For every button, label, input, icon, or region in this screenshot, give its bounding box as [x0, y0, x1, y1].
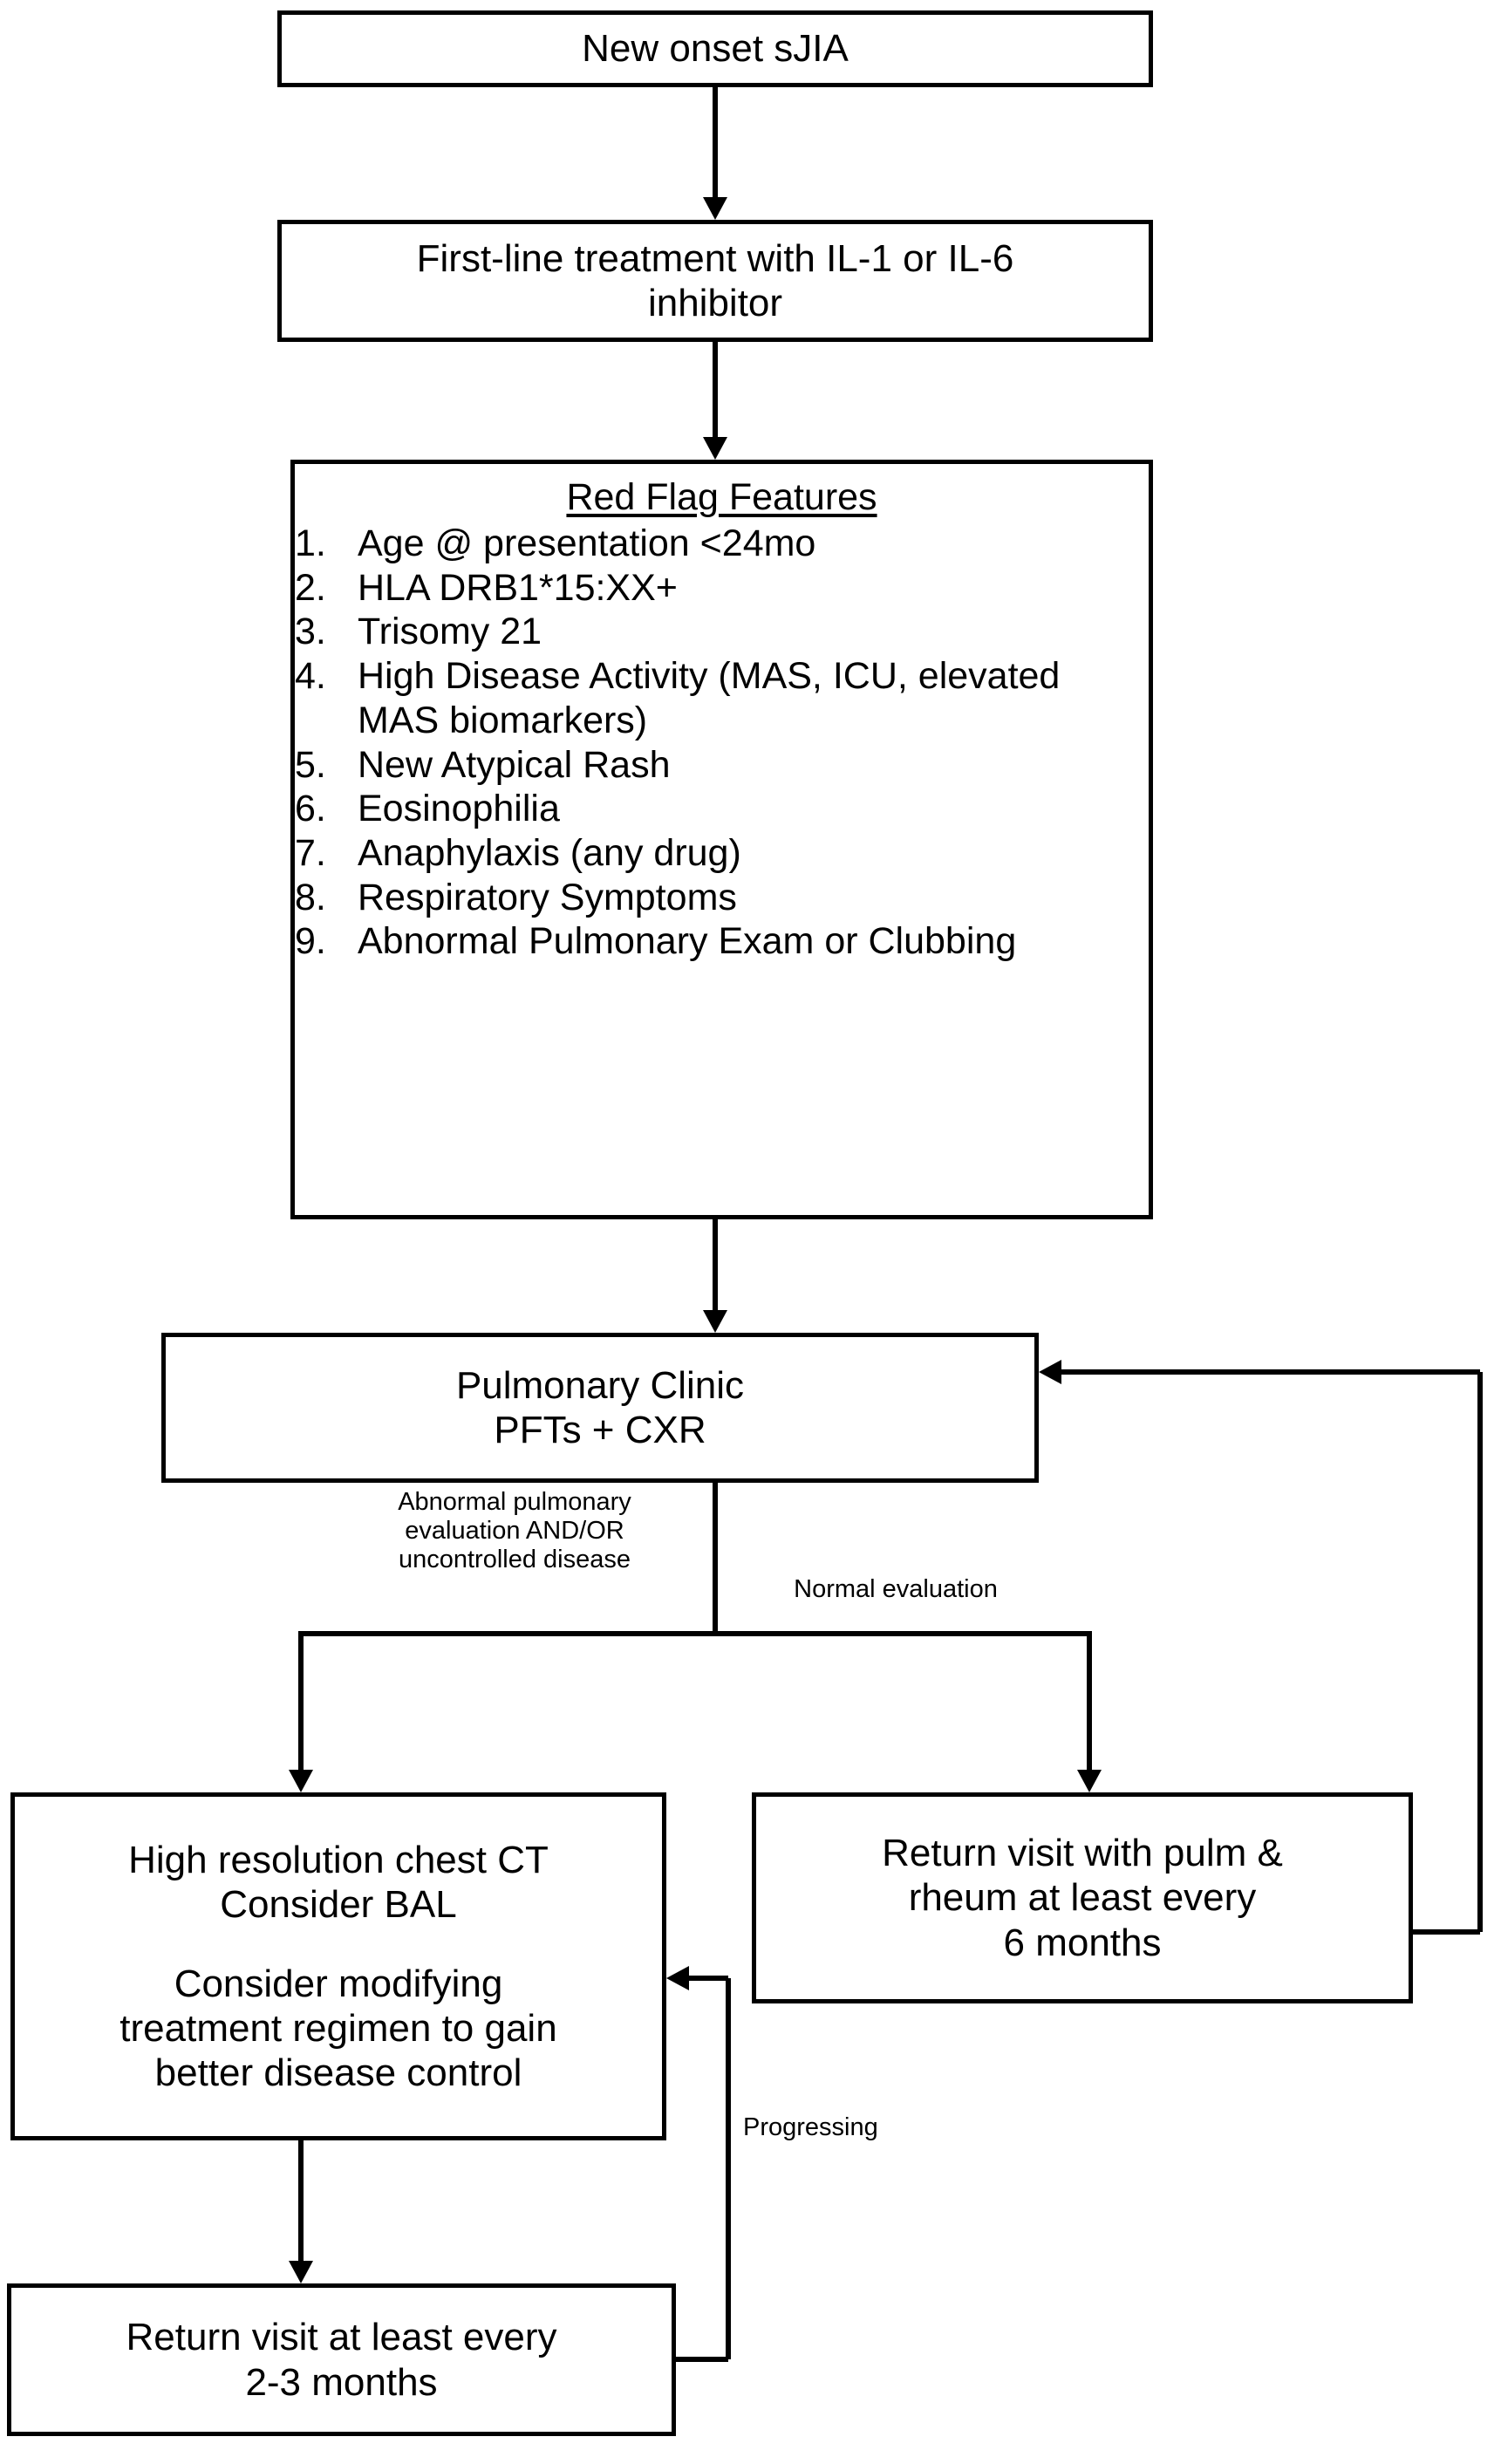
red-flag-item-text: Abnormal Pulmonary Exam or Clubbing [358, 920, 1017, 963]
edge-label-abnormal-branch: Abnormal pulmonary evaluation AND/OR unc… [398, 1488, 631, 1574]
red-flag-item-text: Trisomy 21 [358, 611, 542, 653]
connector-red-flags-to-pulmonary-clinic [703, 1219, 727, 1333]
edge-label-progressing: Progressing [743, 2113, 878, 2141]
node-return-6mo-label-3: 6 months [1003, 1921, 1162, 1964]
node-return-23mo-label-2: 2-3 months [245, 2360, 438, 2404]
node-first-line-label-1: First-line treatment with IL-1 or IL-6 [416, 236, 1014, 280]
red-flag-item-text: New Atypical Rash [358, 743, 671, 786]
red-flag-item-text: High Disease Activity (MAS, ICU, elevate… [358, 655, 1061, 741]
connector-first-line-to-red-flags [703, 342, 727, 460]
edge-label-normal-branch: Normal evaluation [794, 1575, 998, 1603]
node-first-line-treatment[interactable]: First-line treatment with IL-1 or IL-6 i… [277, 220, 1153, 342]
connector-new-onset-to-first-line [703, 87, 727, 220]
red-flag-item-number: 1. [295, 522, 326, 564]
red-flag-item-number: 8. [295, 876, 326, 918]
node-pulmonary-clinic-label-1: Pulmonary Clinic [455, 1363, 745, 1407]
node-hrct-label-2: Consider BAL [220, 1882, 457, 1926]
node-return-6mo-label-1: Return visit with pulm & [882, 1832, 1283, 1875]
red-flag-item-text: HLA DRB1*15:XX+ [358, 566, 678, 609]
node-hrct-label-4: Consider modifying [174, 1962, 503, 2005]
red-flag-item-text: Eosinophilia [358, 788, 560, 830]
red-flag-item-text: Anaphylaxis (any drug) [358, 832, 741, 875]
node-first-line-label-2: inhibitor [647, 282, 783, 324]
red-flag-item-text: Age @ presentation <24mo [358, 522, 816, 564]
red-flag-item-number: 6. [295, 788, 326, 830]
node-hrct-consider-bal[interactable]: High resolution chest CT Consider BAL Co… [10, 1792, 666, 2140]
node-hrct-label-1: High resolution chest CT [128, 1838, 549, 1881]
red-flag-item-number: 5. [295, 743, 326, 786]
red-flag-item: 7. Anaphylaxis (any drug) [295, 831, 1149, 876]
red-flag-item: 5. New Atypical Rash [295, 743, 1149, 788]
red-flag-item: 9. Abnormal Pulmonary Exam or Clubbing [295, 919, 1149, 964]
red-flag-item-number: 4. [295, 655, 326, 698]
connector-hrct-to-return-23mo [289, 2140, 313, 2283]
node-return-visit-6-months[interactable]: Return visit with pulm & rheum at least … [752, 1792, 1413, 2003]
red-flag-item-number: 7. [295, 832, 326, 875]
red-flag-item-number: 3. [295, 611, 326, 653]
node-return-23mo-label-1: Return visit at least every [126, 2316, 557, 2359]
node-hrct-label-5: treatment regimen to gain [119, 2007, 557, 2051]
node-return-visit-2-3-months[interactable]: Return visit at least every 2-3 months [7, 2283, 676, 2436]
red-flag-title: Red Flag Features [566, 476, 877, 518]
red-flag-item: 6. Eosinophilia [295, 787, 1149, 831]
red-flag-item: 8. Respiratory Symptoms [295, 876, 1149, 920]
node-hrct-spacer [15, 1927, 662, 1962]
red-flag-item: 4. High Disease Activity (MAS, ICU, elev… [295, 654, 1149, 742]
node-hrct-label-6: better disease control [154, 2051, 522, 2095]
node-red-flag-features[interactable]: Red Flag Features 1. Age @ presentation … [290, 460, 1153, 1219]
node-pulmonary-clinic[interactable]: Pulmonary Clinic PFTs + CXR [161, 1333, 1039, 1483]
node-return-6mo-label-2: rheum at least every [908, 1876, 1257, 1920]
node-pulmonary-clinic-label-2: PFTs + CXR [494, 1409, 706, 1451]
node-new-onset-sjia[interactable]: New onset sJIA [277, 10, 1153, 87]
red-flag-item: 1. Age @ presentation <24mo [295, 522, 1149, 566]
red-flag-item-text: Respiratory Symptoms [358, 876, 737, 918]
red-flag-item: 3. Trisomy 21 [295, 610, 1149, 654]
node-new-onset-label: New onset sJIA [582, 27, 849, 71]
red-flag-content: Red Flag Features 1. Age @ presentation … [279, 464, 1164, 978]
red-flag-item-number: 9. [295, 920, 326, 963]
red-flag-item-number: 2. [295, 566, 326, 609]
red-flag-item: 2. HLA DRB1*15:XX+ [295, 566, 1149, 611]
red-flag-list: 1. Age @ presentation <24mo 2. HLA DRB1*… [295, 522, 1149, 964]
